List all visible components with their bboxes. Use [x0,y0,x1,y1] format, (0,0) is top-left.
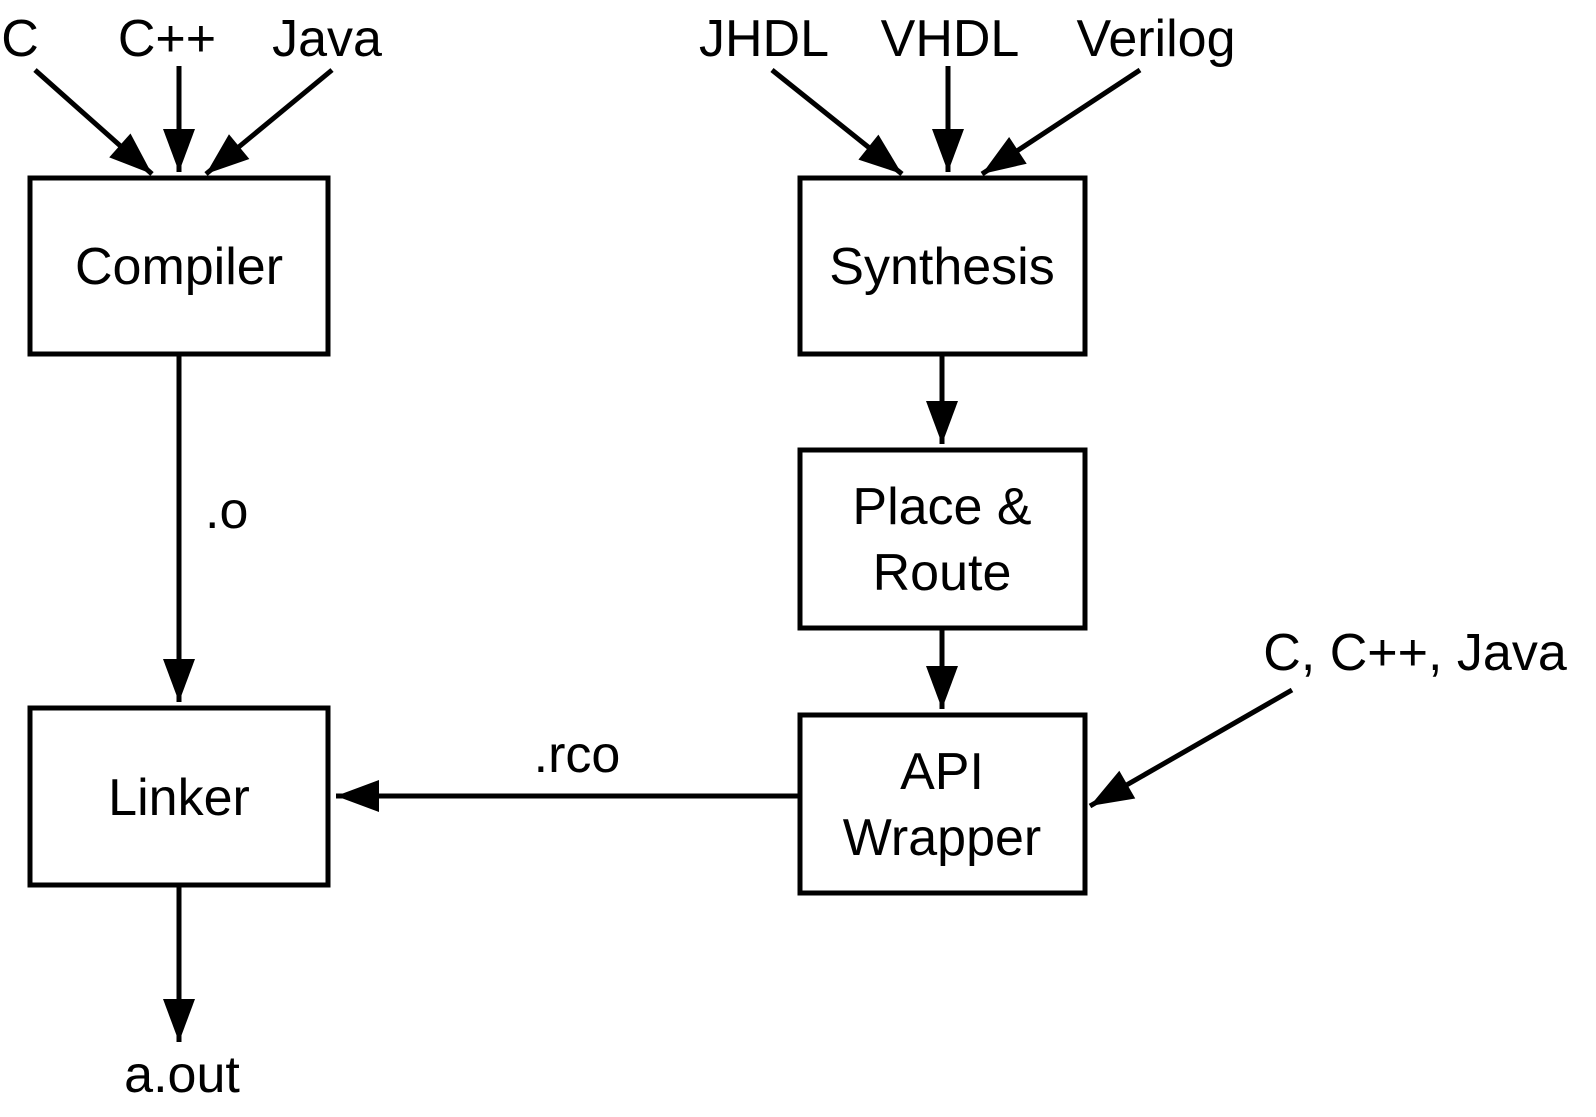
place-route-box [797,447,1088,631]
place-route-box-label-line1: Place & [852,478,1031,536]
api-wrapper-box [797,712,1088,896]
arrow-jhdl-to-synthesis [770,68,904,176]
api-wrapper-box-label-line1: API [900,743,984,801]
linker-box-label: Linker [108,769,250,827]
label-jhdl: JHDL [699,10,829,68]
arrow-c-to-compiler [33,68,154,176]
label-vhdl: VHDL [881,10,1020,68]
api-wrapper-box-label-line2: Wrapper [843,809,1041,867]
synthesis-box-label: Synthesis [829,238,1054,296]
arrow-java-to-compiler [204,68,334,176]
compiler-box-label: Compiler [75,238,283,296]
api-languages-label: C, C++, Java [1263,624,1567,682]
linker-box [27,705,331,888]
arrow-verilog-to-synthesis [980,67,1142,177]
compiler-box [27,175,331,357]
label-cpp: C++ [118,10,216,68]
rco-file-label: .rco [534,726,621,784]
synthesis-box [797,175,1088,357]
place-route-box-label-line2: Route [873,544,1012,602]
label-c: C [1,10,39,68]
label-verilog: Verilog [1077,10,1236,68]
object-file-label: .o [205,482,248,540]
arrow-languages-to-api-wrapper [1088,687,1294,809]
label-java: Java [272,10,382,68]
output-file-label: a.out [124,1046,240,1104]
